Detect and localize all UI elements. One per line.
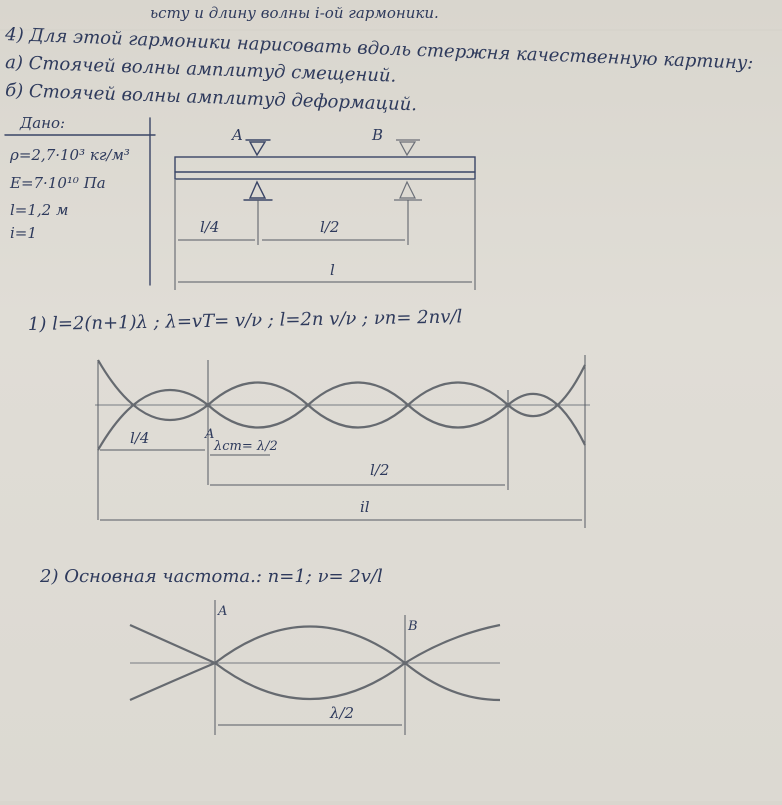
wave1-il: il [360,498,370,516]
header-line3: б) Стоячей волны амплитуд деформаций. [5,80,418,115]
wave1-label-A: A [204,427,214,442]
rod-label-B: B [371,126,383,144]
given-rho: ρ=2,7·10³ кг/м³ [9,146,130,164]
step1-formula: 1) l=2(n+1)λ ; λ=vT= v/ν ; l=2n v/ν ; νn… [28,306,463,335]
rod-dim-half: l/2 [320,218,339,236]
given-l: l=1,2 м [10,201,68,219]
rod-figure: A B l/4 l/2 l [174,126,476,290]
wave1-half: l/2 [370,461,389,479]
rod-label-A: A [230,126,243,144]
wave2-lambda-half: λ/2 [329,704,354,722]
given-i: i=1 [10,224,37,242]
given-E: E=7·10¹⁰ Па [9,174,106,192]
wave1-quarter: l/4 [130,429,149,447]
wave2-label-A: A [217,604,227,619]
wave1-lambda-half: λст= λ/2 [213,439,278,454]
rod-dim-quarter: l/4 [200,218,219,236]
rod-dim-full: l [330,261,335,279]
standing-wave-1: A l/4 λст= λ/2 l/2 il [95,355,590,528]
given-block: Дано: ρ=2,7·10³ кг/м³ E=7·10¹⁰ Па l=1,2 … [4,114,156,286]
step2-formula: 2) Основная частота.: n=1; ν= 2v/l [39,566,383,587]
header-line0: ьсту и длину волны i-ой гармоники. [150,4,439,22]
wave2-label-B: B [407,619,418,634]
given-title: Дано: [19,114,65,132]
standing-wave-2: A B λ/2 [129,600,501,735]
